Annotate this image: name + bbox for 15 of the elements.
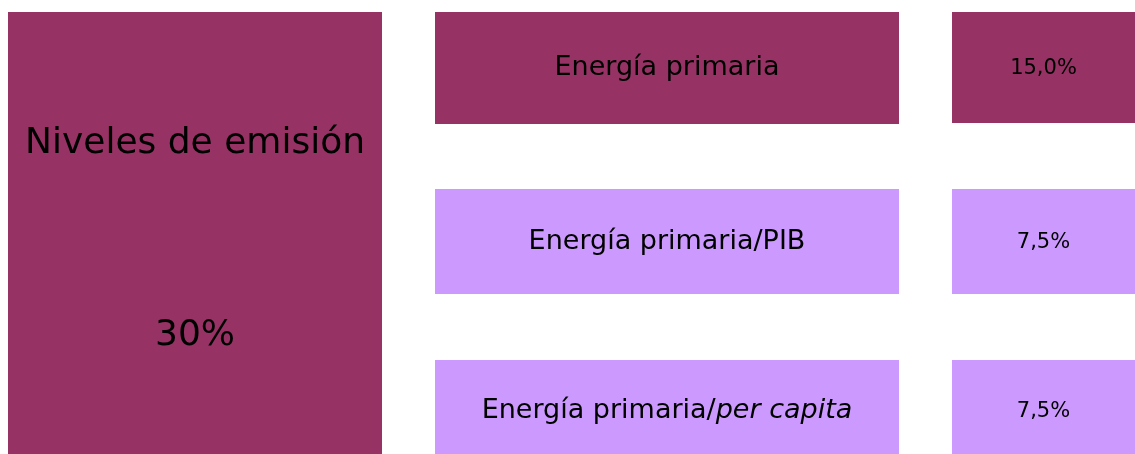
category-block [952, 12, 1135, 123]
metric-label: Energía primaria/PIB [527, 224, 807, 255]
category-block [8, 12, 382, 454]
metric-heading: Niveles de emisión [24, 120, 366, 161]
category-block [435, 189, 899, 294]
category-block [435, 12, 899, 124]
metric-label: Energía primaria [553, 50, 781, 81]
category-block [952, 360, 1135, 454]
category-block [435, 360, 899, 454]
metric-label: Energía primaria/per capita [480, 393, 854, 424]
percentage-label: 7,5% [1015, 398, 1072, 422]
category-block [952, 189, 1135, 294]
percentage-label: 30% [154, 312, 236, 353]
percentage-label: 15,0% [1009, 55, 1078, 79]
percentage-label: 7,5% [1015, 229, 1072, 253]
